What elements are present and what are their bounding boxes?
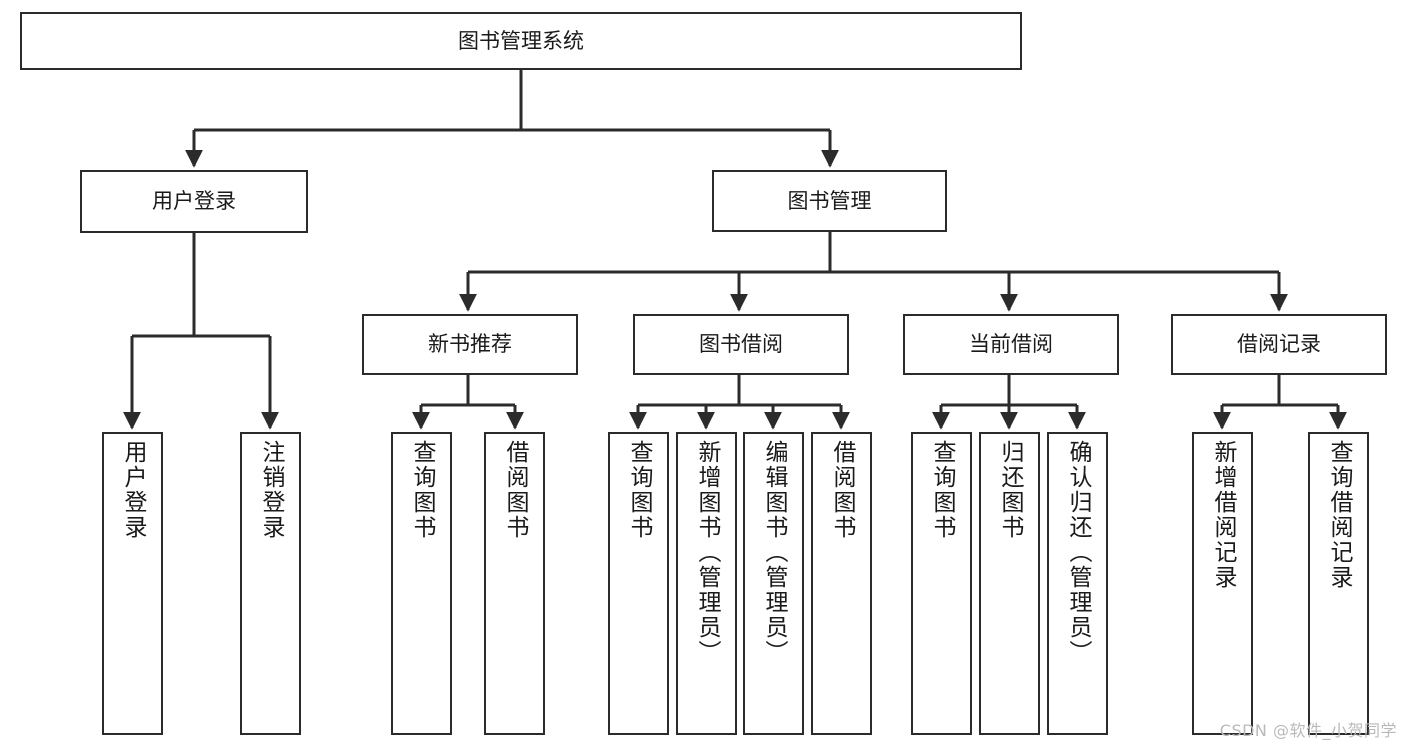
node-leaf-borrow-book-1[interactable]: 借阅图书 [484,432,545,735]
node-leaf-add-record[interactable]: 新增借阅记录 [1192,432,1253,735]
node-label: 查询图书 [929,440,955,540]
node-label: 新增图书（管理员） [694,440,720,665]
node-label: 图书管理 [787,188,872,213]
node-leaf-add-book[interactable]: 新增图书（管理员） [676,432,737,735]
node-leaf-user-login[interactable]: 用户登录 [102,432,163,735]
node-leaf-query-record[interactable]: 查询借阅记录 [1308,432,1369,735]
node-leaf-edit-book[interactable]: 编辑图书（管理员） [743,432,804,735]
node-label: 新书推荐 [428,332,512,357]
node-book-borrow[interactable]: 图书借阅 [633,314,849,375]
node-label: 借阅图书 [502,440,528,540]
node-label: 归还图书 [997,440,1023,540]
node-new-book-recommend[interactable]: 新书推荐 [362,314,578,375]
node-current-borrow[interactable]: 当前借阅 [903,314,1119,375]
node-leaf-return-book[interactable]: 归还图书 [979,432,1040,735]
node-leaf-confirm-return[interactable]: 确认归还（管理员） [1047,432,1108,735]
node-label: 图书借阅 [699,332,783,357]
node-leaf-query-book-1[interactable]: 查询图书 [391,432,452,735]
node-label: 查询借阅记录 [1326,440,1352,590]
node-label: 查询图书 [409,440,435,540]
node-borrow-record[interactable]: 借阅记录 [1171,314,1387,375]
node-label: 图书管理系统 [458,28,584,53]
node-label: 编辑图书（管理员） [761,440,787,665]
node-leaf-query-book-3[interactable]: 查询图书 [911,432,972,735]
node-leaf-borrow-book-2[interactable]: 借阅图书 [811,432,872,735]
node-label: 新增借阅记录 [1210,440,1236,590]
node-label: 当前借阅 [969,332,1053,357]
node-label: 查询图书 [626,440,652,540]
node-book-management-system[interactable]: 图书管理系统 [20,12,1022,70]
node-label: 用户登录 [152,189,236,214]
node-leaf-query-book-2[interactable]: 查询图书 [608,432,669,735]
node-user-login[interactable]: 用户登录 [80,170,308,233]
node-label: 借阅图书 [829,440,855,540]
node-label: 注销登录 [258,440,284,540]
node-label: 借阅记录 [1237,332,1321,357]
node-label: 确认归还（管理员） [1065,440,1091,665]
node-label: 用户登录 [120,440,146,540]
node-book-management[interactable]: 图书管理 [712,170,947,232]
node-leaf-logout-login[interactable]: 注销登录 [240,432,301,735]
